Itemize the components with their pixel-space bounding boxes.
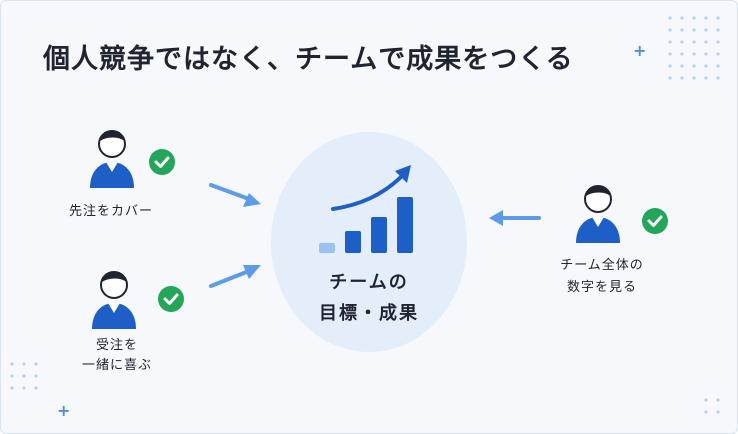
growth-chart-icon: [319, 165, 413, 253]
check-icon: [642, 208, 668, 234]
center-label-line1: チームの: [329, 272, 409, 293]
label-team-numbers-line1: チーム全体の: [560, 258, 644, 273]
center-label-line2: 目標・成果: [319, 303, 419, 324]
label-celebrate-line2: 一緒に喜ぶ: [81, 358, 152, 373]
dot-grid-top-right: [668, 16, 720, 80]
arrow-icon: [209, 265, 261, 288]
label-celebrate-line1: 受注を: [95, 338, 138, 353]
person-icon: [90, 130, 134, 188]
label-team-numbers-line2: 数字を見る: [566, 280, 637, 295]
check-icon: [158, 286, 184, 312]
dot-grid-bottom-left: [10, 362, 38, 390]
check-icon: [149, 149, 175, 175]
dot-grid-bottom-right: [704, 398, 720, 414]
team-goal-circle: [271, 132, 467, 352]
person-icon: [576, 185, 620, 243]
label-cover-orders: 先注をカバー: [68, 204, 153, 219]
person-icon: [92, 271, 136, 329]
plus-icon: +: [633, 41, 647, 60]
plus-icon: +: [57, 401, 71, 420]
slide-title: 個人競争ではなく、チームで成果をつくる: [43, 44, 574, 75]
arrow-icon: [489, 210, 541, 226]
arrow-icon: [209, 183, 261, 207]
